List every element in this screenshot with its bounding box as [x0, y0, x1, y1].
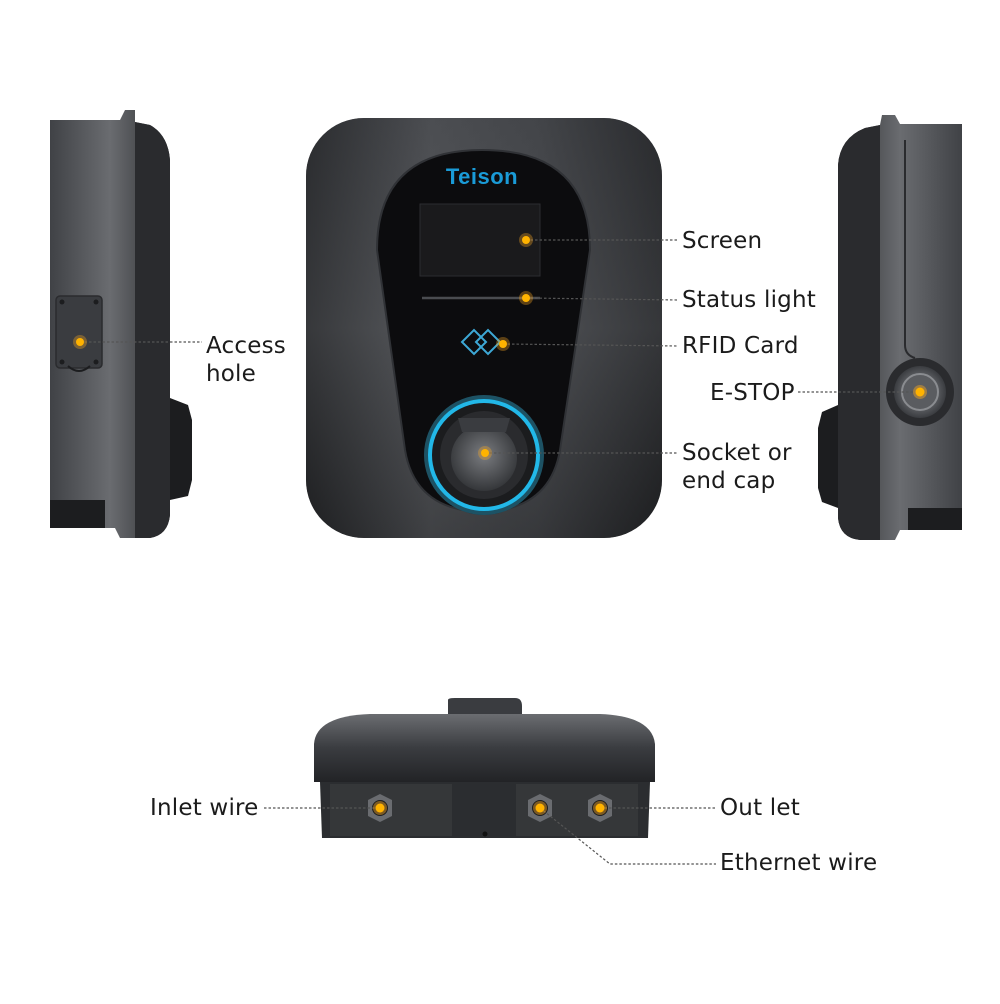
- marker-screen: [519, 233, 533, 247]
- left-side-view: [50, 110, 192, 538]
- label-inlet-wire: Inlet wire: [150, 795, 259, 821]
- right-side-view: [818, 115, 962, 540]
- marker-ethernet: [533, 801, 547, 815]
- marker-access-hole: [73, 335, 87, 349]
- label-e-stop: E-STOP: [710, 380, 795, 406]
- marker-outlet: [593, 801, 607, 815]
- marker-status-light: [519, 291, 533, 305]
- marker-e-stop: [913, 385, 927, 399]
- label-access-line2: hole: [206, 361, 256, 387]
- label-ethernet-wire: Ethernet wire: [720, 850, 878, 876]
- label-socket-line2: end cap: [682, 468, 776, 494]
- label-out-let: Out let: [720, 795, 800, 821]
- label-socket-line1: Socket or: [682, 440, 792, 466]
- label-access-line1: Access: [206, 333, 286, 359]
- marker-socket: [478, 446, 492, 460]
- label-rfid-card: RFID Card: [682, 333, 799, 359]
- label-screen: Screen: [682, 228, 763, 254]
- callout-markers: [73, 233, 927, 815]
- leader-lines: [80, 239, 918, 865]
- label-status-light: Status light: [682, 287, 816, 313]
- marker-rfid: [496, 337, 510, 351]
- bottom-view: [314, 698, 655, 838]
- marker-inlet-wire: [373, 801, 387, 815]
- brand-logo: Teison: [445, 164, 519, 189]
